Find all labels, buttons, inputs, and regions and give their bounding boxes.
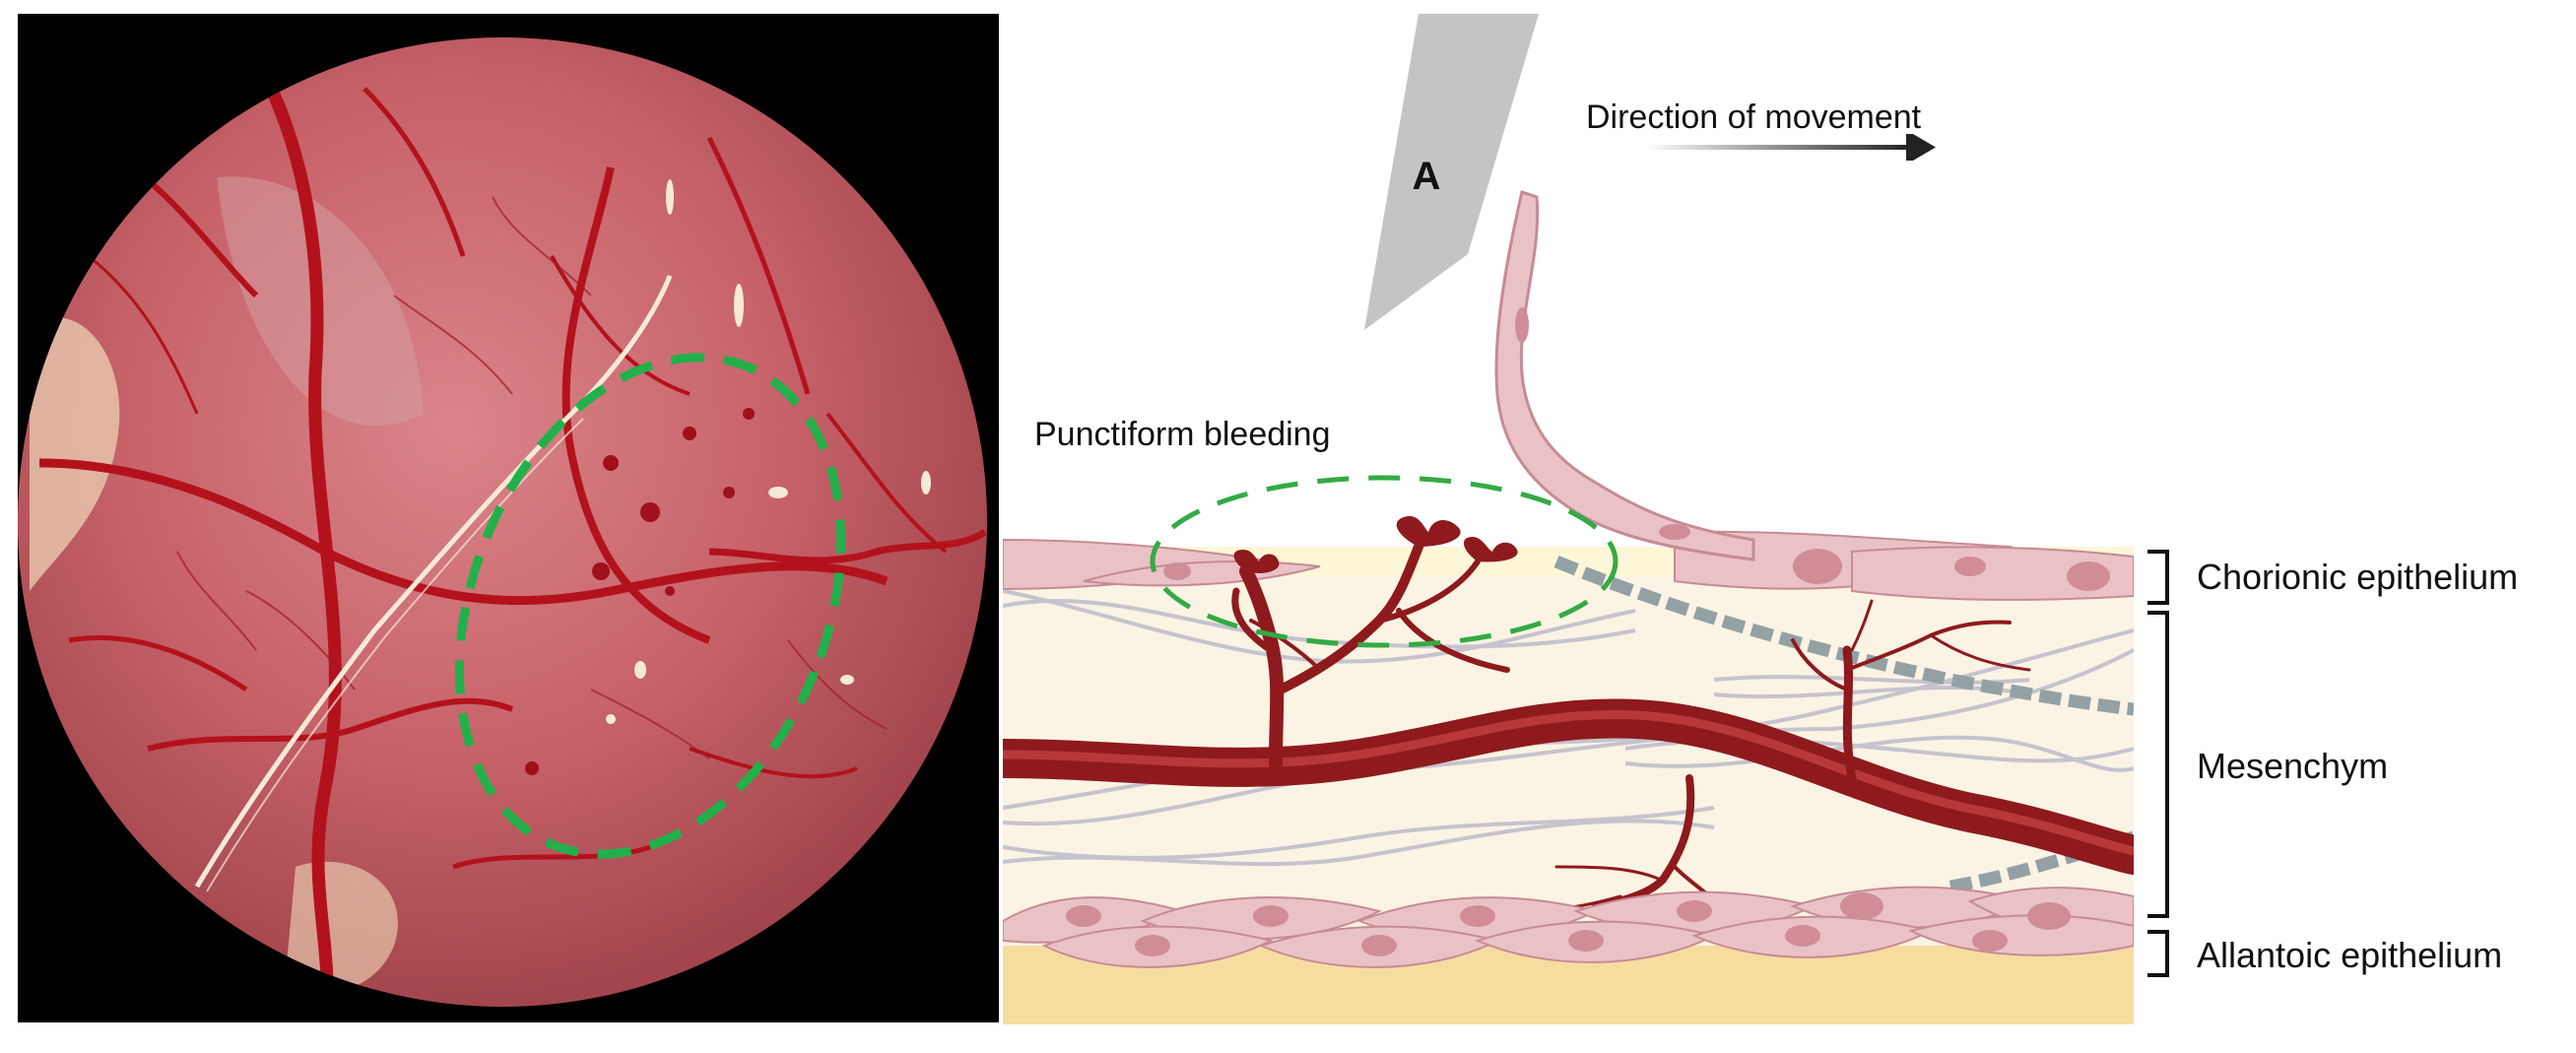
layer-label-chorionic: Chorionic epithelium [2197, 557, 2518, 597]
direction-arrow-icon [1645, 134, 1936, 161]
bleeding-spots [1233, 515, 1518, 573]
chorionic-bracket [2147, 550, 2169, 605]
mesenchym-bracket [2147, 611, 2169, 918]
instrument-a [1364, 14, 1539, 330]
peeled-membrane [1494, 190, 1755, 561]
layer-label-allantoic: Allantoic epithelium [2197, 935, 2502, 975]
punctiform-bleeding-marker-photo [454, 353, 846, 859]
layer-brackets [2147, 550, 2169, 977]
movement-label: Direction of movement [1586, 99, 1922, 136]
schematic-panel: A Direction of movement Punctiform bleed… [1003, 8, 2573, 1028]
punctiform-bleeding-marker [1150, 475, 1618, 648]
allantoic-bracket [2147, 930, 2169, 977]
photo-panel [18, 14, 999, 1022]
layer-label-mesenchym: Mesenchym [2197, 746, 2388, 786]
nerve-fiber [1553, 555, 2134, 716]
chorionic-epithelium-cells [1003, 530, 2134, 601]
instrument-label: A [1413, 155, 1441, 198]
photo-vessels [30, 55, 987, 1007]
bleeding-label: Punctiform bleeding [1034, 416, 1331, 453]
